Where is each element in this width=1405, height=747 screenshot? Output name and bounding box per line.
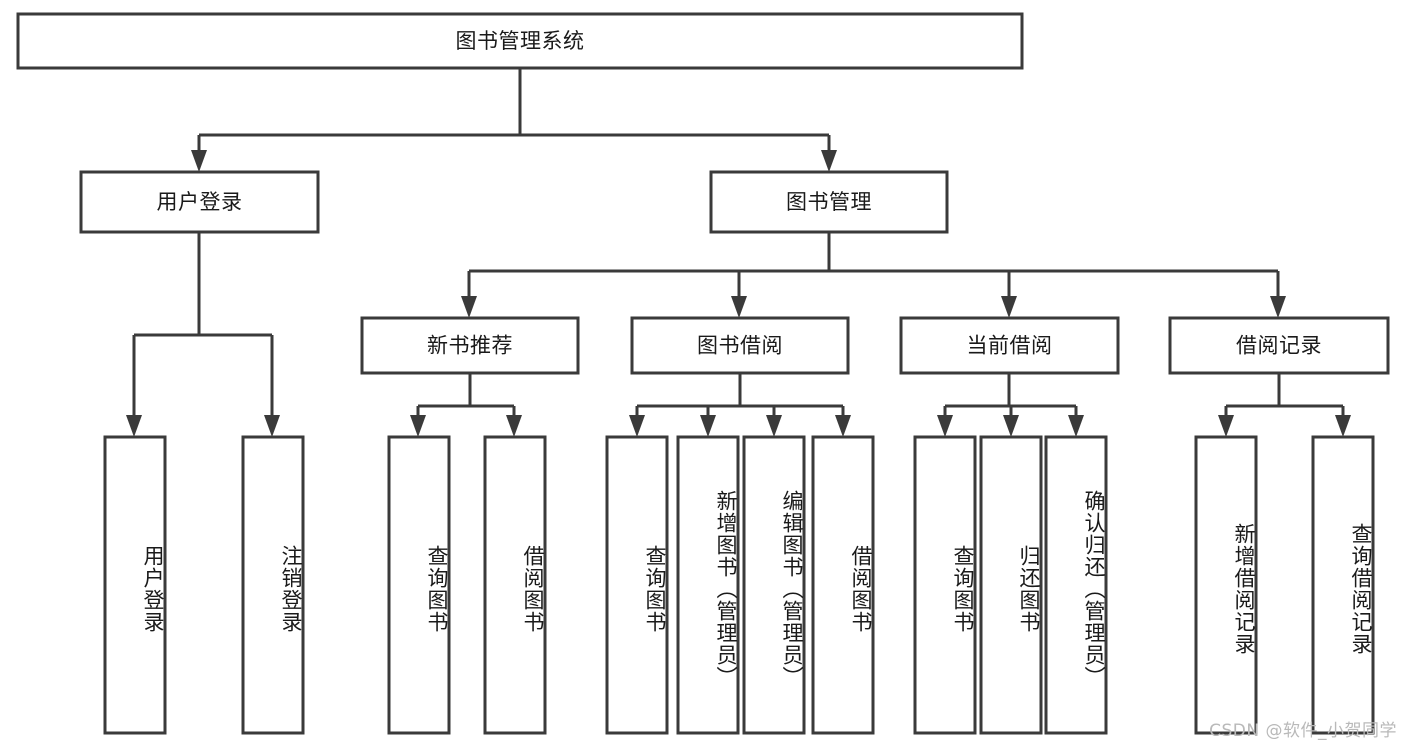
- node-box-leaf-logout: [241, 435, 305, 735]
- connector-currentborrow-to-leaves: [937, 373, 1084, 437]
- node-box-leaf-query-book-recommend: [387, 435, 451, 735]
- node-leaf-borrow-book-recommend[interactable]: [483, 435, 547, 735]
- arrow-head: [700, 415, 716, 437]
- connector-bookmgmt-to-level3: [461, 232, 1286, 318]
- node-current-borrow[interactable]: 当前借阅: [899, 316, 1120, 375]
- node-box-leaf-borrow-book-recommend: [483, 435, 547, 735]
- node-box-borrow-record: [1168, 316, 1390, 375]
- node-leaf-add-book[interactable]: [676, 435, 740, 735]
- node-borrow-record[interactable]: 借阅记录: [1168, 316, 1390, 375]
- node-leaf-borrow-book[interactable]: [811, 435, 875, 735]
- connector-newbook-to-leaves: [410, 373, 522, 437]
- arrow-head: [1001, 296, 1017, 318]
- node-book-management[interactable]: 图书管理: [709, 170, 949, 234]
- arrow-head: [835, 415, 851, 437]
- arrow-head: [629, 415, 645, 437]
- node-user-login[interactable]: 用户登录: [79, 170, 320, 234]
- node-box-leaf-borrow-book: [811, 435, 875, 735]
- node-box-leaf-return-book: [979, 435, 1043, 735]
- arrow-head: [766, 415, 782, 437]
- node-leaf-query-book-current[interactable]: [913, 435, 977, 735]
- arrow-head: [264, 415, 280, 437]
- arrow-head: [1270, 296, 1286, 318]
- connector-root-to-level2: [191, 68, 837, 172]
- node-leaf-confirm-return[interactable]: [1044, 435, 1108, 735]
- node-box-leaf-query-book-current: [913, 435, 977, 735]
- node-box-leaf-edit-book: [742, 435, 806, 735]
- node-leaf-edit-book[interactable]: [742, 435, 806, 735]
- node-box-leaf-add-book: [676, 435, 740, 735]
- node-leaf-query-book-recommend[interactable]: [387, 435, 451, 735]
- connector-borrowrecord-to-leaves: [1218, 373, 1351, 437]
- arrow-head: [1335, 415, 1351, 437]
- arrow-head: [191, 150, 207, 172]
- node-leaf-return-book[interactable]: [979, 435, 1043, 735]
- node-box-current-borrow: [899, 316, 1120, 375]
- node-box-leaf-add-borrow-record: [1194, 435, 1258, 735]
- node-label-borrow-record: 借阅记录: [1236, 334, 1322, 358]
- node-label-book-borrow: 图书借阅: [697, 334, 783, 358]
- arrow-head: [461, 296, 477, 318]
- node-book-borrow[interactable]: 图书借阅: [630, 316, 850, 375]
- arrow-head: [821, 150, 837, 172]
- node-leaf-add-borrow-record[interactable]: [1194, 435, 1258, 735]
- node-label-user-login: 用户登录: [157, 190, 243, 214]
- node-leaf-logout[interactable]: [241, 435, 305, 735]
- arrow-head: [1003, 415, 1019, 437]
- arrow-head: [1068, 415, 1084, 437]
- node-box-user-login: [79, 170, 320, 234]
- connector-userlogin-to-leaves: [126, 232, 280, 437]
- arrow-head: [506, 415, 522, 437]
- node-label-root: 图书管理系统: [456, 29, 585, 53]
- node-label-book-management: 图书管理: [786, 190, 872, 214]
- node-box-leaf-query-borrow-record: [1311, 435, 1375, 735]
- node-root[interactable]: 图书管理系统: [16, 12, 1024, 70]
- node-box-leaf-query-book-borrow: [605, 435, 669, 735]
- node-box-book-management: [709, 170, 949, 234]
- node-leaf-user-login[interactable]: [103, 435, 167, 735]
- node-new-book-recommend[interactable]: 新书推荐: [360, 316, 580, 375]
- connector-layer: [126, 68, 1351, 437]
- node-leaf-query-borrow-record[interactable]: [1311, 435, 1375, 735]
- arrow-head: [937, 415, 953, 437]
- node-box-root: [16, 12, 1024, 70]
- arrow-head: [731, 296, 747, 318]
- node-label-current-borrow: 当前借阅: [967, 334, 1053, 358]
- node-leaf-query-book-borrow[interactable]: [605, 435, 669, 735]
- arrow-head: [410, 415, 426, 437]
- node-box-new-book-recommend: [360, 316, 580, 375]
- arrow-head: [126, 415, 142, 437]
- csdn-watermark: CSDN @软件_小贺同学: [1209, 721, 1397, 741]
- node-box-leaf-confirm-return: [1044, 435, 1108, 735]
- node-box-book-borrow: [630, 316, 850, 375]
- node-box-leaf-user-login: [103, 435, 167, 735]
- arrow-head: [1218, 415, 1234, 437]
- node-label-new-book-recommend: 新书推荐: [427, 334, 513, 358]
- connector-bookborrow-to-leaves: [629, 373, 851, 437]
